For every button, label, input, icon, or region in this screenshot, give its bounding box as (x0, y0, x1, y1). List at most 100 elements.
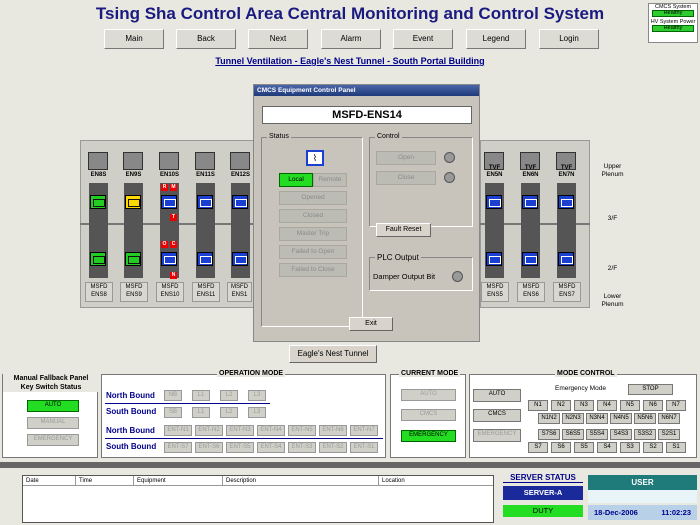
damper-icon[interactable] (125, 252, 141, 266)
user-name-field (588, 490, 697, 503)
ent-s-button[interactable]: ENT-S1 (350, 442, 378, 453)
damper-icon[interactable] (486, 195, 502, 209)
damper-icon[interactable] (125, 195, 141, 209)
stop-button[interactable]: STOP (628, 384, 673, 395)
fan-icon[interactable] (195, 152, 215, 170)
damper-icon[interactable] (90, 252, 106, 266)
fan-icon[interactable] (159, 152, 179, 170)
open-button[interactable]: Open (376, 151, 436, 165)
zone-button[interactable]: S7 (528, 442, 548, 453)
damper-icon[interactable] (558, 195, 574, 209)
op-sb-button[interactable]: SB (164, 407, 182, 418)
damper-icon[interactable] (90, 195, 106, 209)
damper-icon[interactable] (558, 252, 574, 266)
zone-button[interactable]: S4S3 (610, 429, 632, 440)
zone-button[interactable]: S6S5 (562, 429, 584, 440)
op-nb-l3-button[interactable]: L3 (248, 390, 266, 401)
op-nb-button[interactable]: NB (164, 390, 182, 401)
alarm-table[interactable]: Date Time Equipment Description Location (22, 475, 494, 523)
zone-button[interactable]: S2 (643, 442, 663, 453)
zone-button[interactable]: N5 (620, 400, 640, 411)
zone-button[interactable]: N3N4 (586, 413, 608, 424)
damper-icon[interactable] (197, 195, 213, 209)
damper-icon[interactable] (197, 252, 213, 266)
fault-reset-button[interactable]: Fault Reset (376, 223, 431, 237)
col-date: Date (23, 476, 76, 486)
damper-icon[interactable] (232, 195, 248, 209)
fan-icon[interactable] (556, 152, 576, 170)
damper-icon[interactable] (522, 252, 538, 266)
zone-button[interactable]: S3 (620, 442, 640, 453)
ent-s-button[interactable]: ENT-S7 (164, 442, 192, 453)
zone-button[interactable]: S2S1 (658, 429, 680, 440)
zone-button[interactable]: S3S2 (634, 429, 656, 440)
damper-icon[interactable] (486, 252, 502, 266)
zone-button[interactable]: N7 (666, 400, 686, 411)
mode-emergency-button[interactable]: EMERGENCY (473, 429, 521, 442)
fan-icon[interactable] (520, 152, 540, 170)
op-nb-l2-button[interactable]: L2 (220, 390, 238, 401)
op-sb-l1-button[interactable]: L1 (192, 407, 210, 418)
user-panel: USER (588, 475, 697, 490)
zone-button[interactable]: N4N5 (610, 413, 632, 424)
zone-button[interactable]: N1N2 (538, 413, 560, 424)
ent-s-button[interactable]: ENT-S5 (226, 442, 254, 453)
damper-icon[interactable] (522, 195, 538, 209)
exit-button[interactable]: Exit (349, 317, 393, 331)
fan-icon[interactable] (88, 152, 108, 170)
op-nb-l1-button[interactable]: L1 (192, 390, 210, 401)
zone-button[interactable]: N6N7 (658, 413, 680, 424)
ent-s-button[interactable]: ENT-S3 (288, 442, 316, 453)
main-button[interactable]: Main (104, 29, 164, 49)
zone-button[interactable]: S5S4 (586, 429, 608, 440)
ent-n-button[interactable]: ENT-N7 (350, 425, 378, 436)
control-group: Control Open Close Fault Reset (369, 133, 473, 237)
alarm-button[interactable]: Alarm (321, 29, 381, 49)
back-button[interactable]: Back (176, 29, 236, 49)
zone-button[interactable]: N2N3 (562, 413, 584, 424)
ent-s-button[interactable]: ENT-S4 (257, 442, 285, 453)
mode-cmcs-button[interactable]: CMCS (473, 409, 521, 422)
fan-icon[interactable] (230, 152, 250, 170)
ent-n-button[interactable]: ENT-N2 (195, 425, 223, 436)
fan-icon[interactable] (484, 152, 504, 170)
damper-icon[interactable] (161, 252, 177, 266)
zone-button[interactable]: N4 (597, 400, 617, 411)
mode-auto-button[interactable]: AUTO (473, 389, 521, 402)
damper-status-icon: ⌇ (306, 150, 324, 166)
ent-n-button[interactable]: ENT-N3 (226, 425, 254, 436)
fan-icon[interactable] (123, 152, 143, 170)
ent-n-button[interactable]: ENT-N4 (257, 425, 285, 436)
zone-button[interactable]: N2 (551, 400, 571, 411)
damper-icon[interactable] (232, 252, 248, 266)
zone-button[interactable]: S4 (597, 442, 617, 453)
eagles-nest-tunnel-button[interactable]: Eagle's Nest Tunnel (289, 345, 377, 363)
local-indicator: Local (279, 173, 313, 187)
ent-s-button[interactable]: ENT-S2 (319, 442, 347, 453)
login-button[interactable]: Login (539, 29, 599, 49)
zone-button[interactable]: S1 (666, 442, 686, 453)
zone-button[interactable]: S6 (551, 442, 571, 453)
alarm-tag: O (161, 241, 168, 248)
damper-icon[interactable] (161, 195, 177, 209)
ent-s-button[interactable]: ENT-S6 (195, 442, 223, 453)
close-button[interactable]: Close (376, 171, 436, 185)
zone-button[interactable]: N5N6 (634, 413, 656, 424)
ent-n-button[interactable]: ENT-N5 (288, 425, 316, 436)
ent-n-button[interactable]: ENT-N1 (164, 425, 192, 436)
level-3f-label: 3/F (607, 215, 618, 222)
south-bound-ent-label: South Bound (106, 442, 157, 451)
op-sb-l2-button[interactable]: L2 (220, 407, 238, 418)
zone-button[interactable]: S7S6 (538, 429, 560, 440)
event-button[interactable]: Event (393, 29, 453, 49)
zone-button[interactable]: N3 (574, 400, 594, 411)
legend-button[interactable]: Legend (466, 29, 526, 49)
ent-n-button[interactable]: ENT-N6 (319, 425, 347, 436)
op-sb-l3-button[interactable]: L3 (248, 407, 266, 418)
zone-button[interactable]: S5 (574, 442, 594, 453)
next-button[interactable]: Next (248, 29, 308, 49)
zone-button[interactable]: N1 (528, 400, 548, 411)
zone-button[interactable]: N6 (643, 400, 663, 411)
